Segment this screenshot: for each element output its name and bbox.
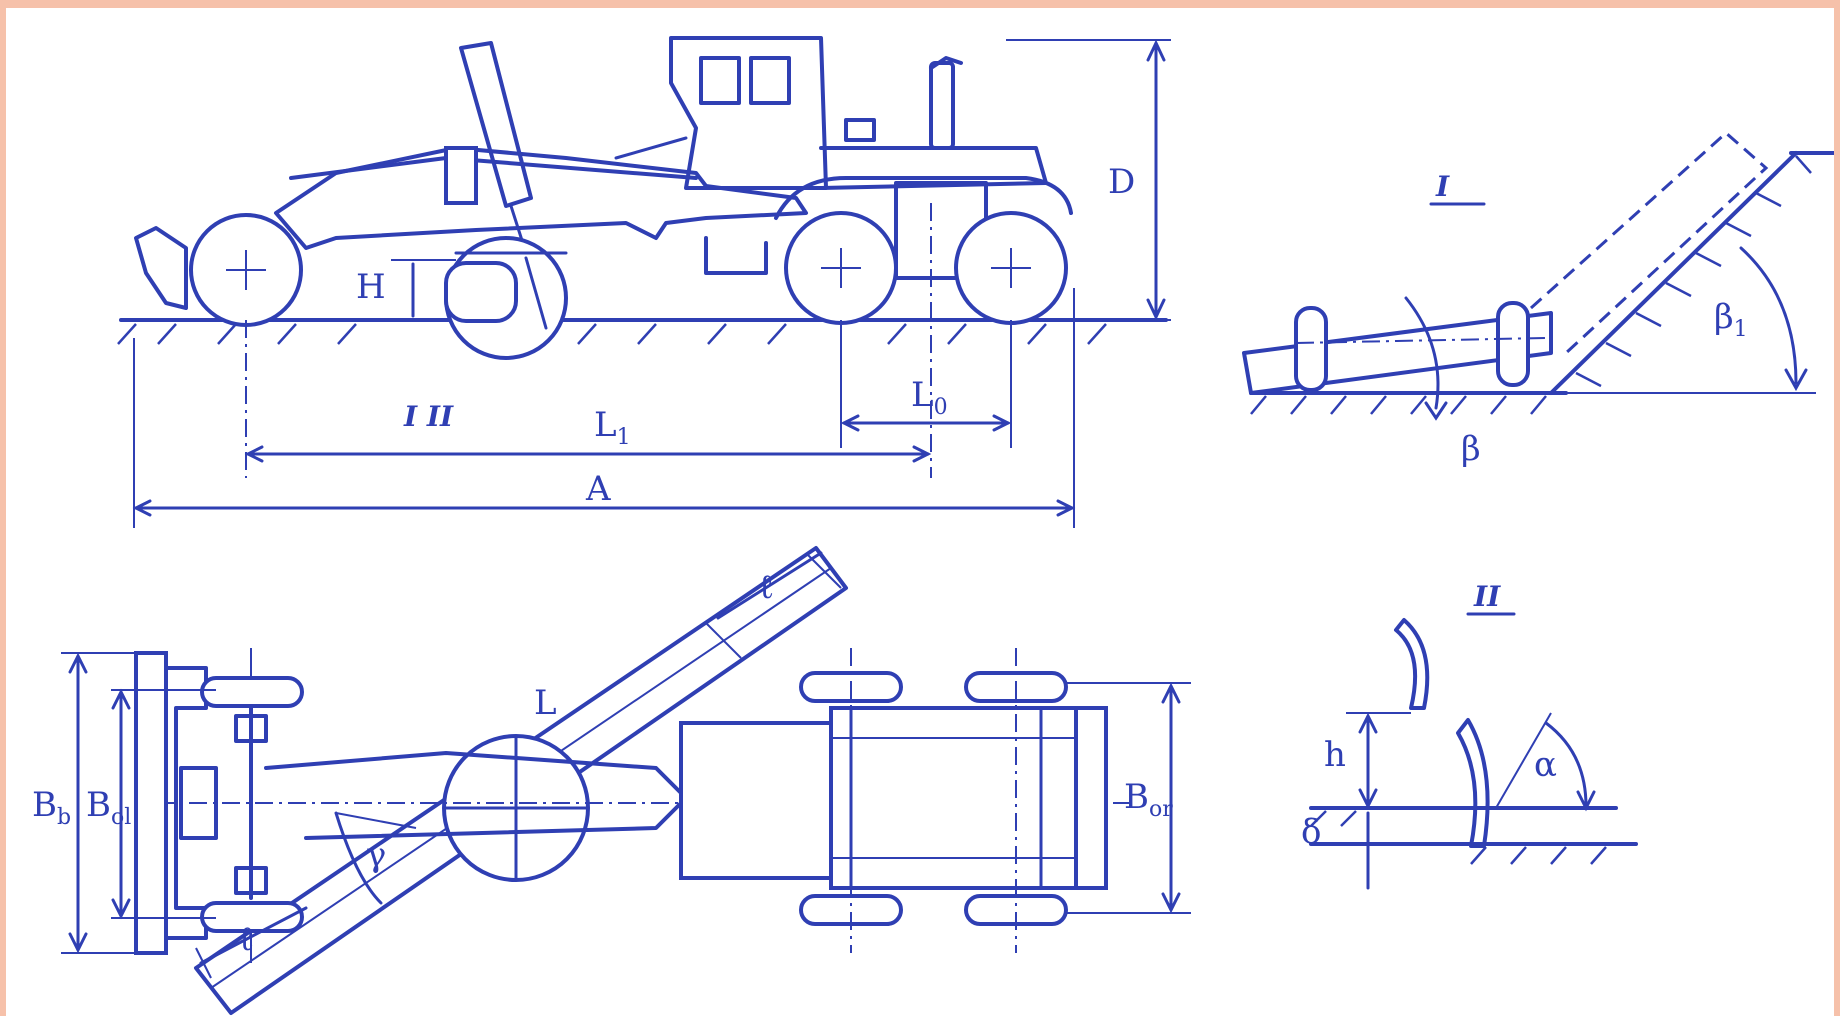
top-blade [194, 546, 848, 1015]
lift-cylinder [459, 41, 533, 208]
label-Bol: Bol [86, 785, 131, 830]
beta1-arc [1739, 246, 1798, 385]
drawbar [264, 751, 688, 840]
rear-frame-bracket [704, 236, 768, 275]
label-L1: L1 [594, 405, 631, 450]
label-Bb: Bb [32, 785, 71, 830]
label-D: D [1108, 162, 1135, 202]
detail-II-title: II [1473, 580, 1501, 613]
label-Bor: Bor [1124, 777, 1173, 822]
detail-I-slope-blade [1529, 130, 1769, 355]
label-H: H [356, 267, 386, 307]
cylinder-mount [444, 146, 478, 205]
detail-I-wheel-right [1496, 301, 1530, 387]
gamma-arc [334, 811, 383, 905]
label-beta: β [1461, 429, 1481, 469]
detail-II-blade-raised [1394, 618, 1430, 710]
front-pusher [134, 226, 188, 310]
detail-I-blade [1242, 311, 1553, 395]
label-h: h [1324, 735, 1346, 775]
blade-side-profile [444, 261, 518, 323]
alpha-arc [1544, 721, 1588, 808]
detail-II-blade-lowered [1456, 718, 1490, 848]
side-view: D H I II L0 L1 A [117, 36, 1171, 528]
top-view: Bor Bb Bol L γ ℓ ℓ [32, 546, 1191, 1015]
main-frame [274, 146, 808, 250]
label-detail-ref: I II [403, 400, 454, 433]
cab-window-right [749, 56, 791, 105]
dimension-ell-bottom [199, 906, 308, 965]
label-ell-bottom: ℓ [238, 919, 254, 959]
rear-fender [774, 176, 1073, 220]
dimension-ell-top [716, 551, 823, 620]
detail-I-wheel-left [1294, 306, 1328, 392]
label-alpha: α [1534, 745, 1557, 785]
label-delta: δ [1301, 812, 1321, 852]
top-rear-bumper [1074, 706, 1108, 890]
detail-II: II h δ α [1301, 580, 1638, 890]
top-front-tire-upper [200, 676, 304, 708]
drawing-sheet: D H I II L0 L1 A I [6, 8, 1834, 1016]
top-front-pusher [134, 651, 168, 955]
detail-I-slope [1549, 151, 1798, 395]
detail-I: I β β1 [1242, 130, 1834, 469]
engine-hood [819, 146, 1048, 190]
cab-window-left [699, 56, 741, 105]
exhaust-pipe [929, 61, 955, 150]
beta-arc [1404, 296, 1440, 410]
top-cab [679, 721, 833, 880]
top-front-hub [179, 766, 218, 840]
label-gamma: γ [366, 835, 386, 875]
detail-I-title: I [1435, 170, 1450, 203]
label-L0: L0 [911, 375, 948, 420]
label-ell-top: ℓ [758, 567, 774, 607]
cab [669, 36, 828, 190]
label-beta1: β1 [1714, 297, 1748, 342]
air-intake [844, 118, 876, 142]
top-engine-body [829, 706, 1078, 890]
motor-grader-diagram: D H I II L0 L1 A I [32, 36, 1834, 1015]
ground-hatching [117, 323, 1107, 345]
label-A: A [585, 469, 611, 509]
label-L: L [534, 683, 557, 723]
